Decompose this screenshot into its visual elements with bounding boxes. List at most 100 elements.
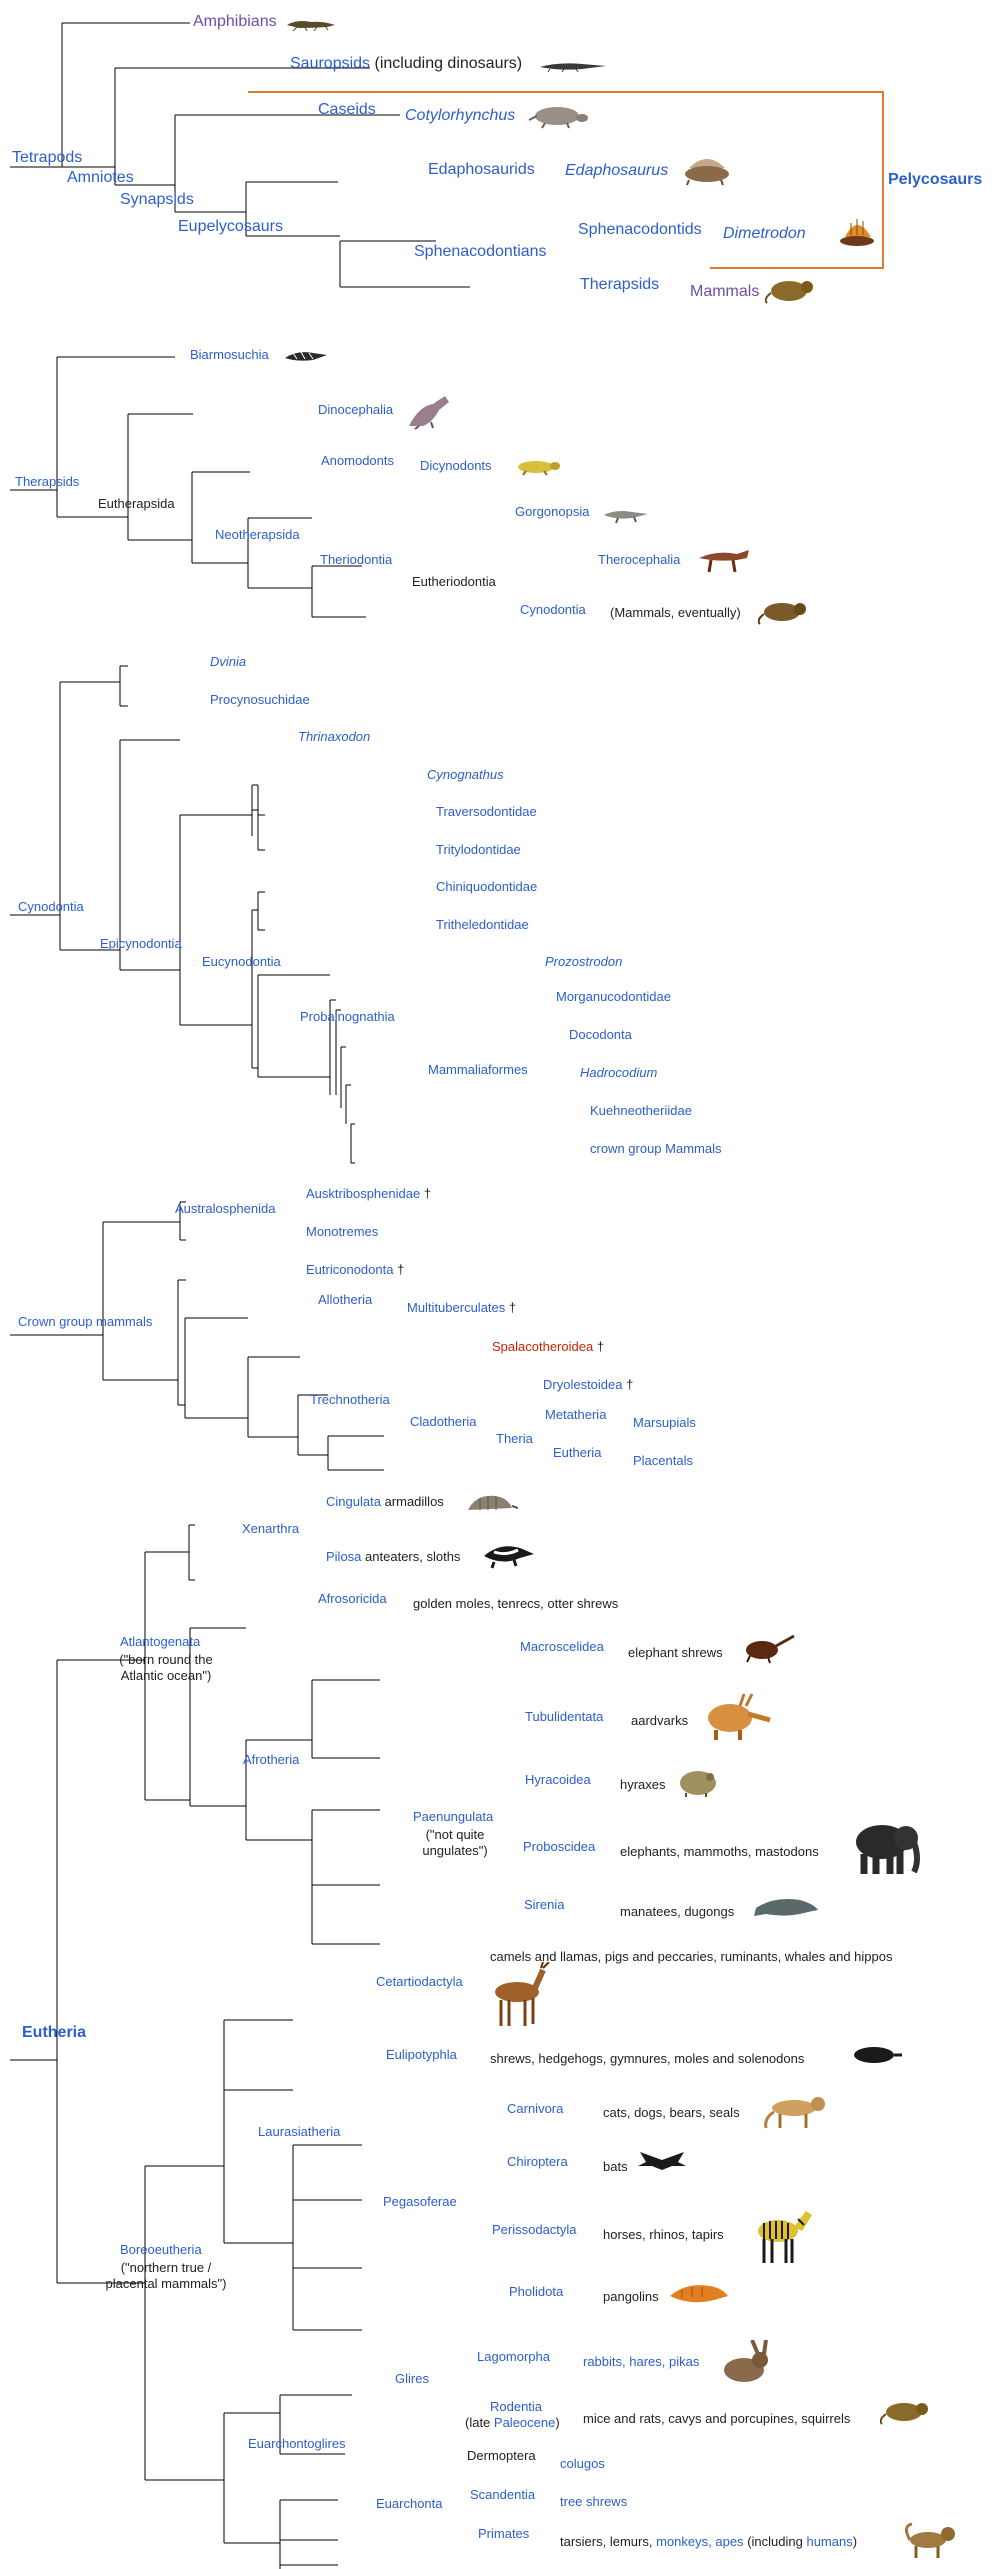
clade-euarchonta[interactable]: Euarchonta <box>376 2496 443 2511</box>
clade-therapsids[interactable]: Therapsids <box>580 276 660 293</box>
clade-therapsids-root[interactable]: Therapsids <box>15 474 80 489</box>
clade-ausktribosphenidae[interactable]: Ausktribosphenidae <box>306 1186 421 1201</box>
clade-neotherapsida[interactable]: Neotherapsida <box>215 527 300 542</box>
genus-thrinaxodon[interactable]: Thrinaxodon <box>298 729 371 744</box>
clade-tetrapods[interactable]: Tetrapods <box>12 149 83 166</box>
clade-amphibians[interactable]: Amphibians <box>193 13 277 30</box>
clade-boreoeutheria[interactable]: Boreoeutheria <box>120 2242 202 2257</box>
clade-therocephalia[interactable]: Therocephalia <box>598 552 681 567</box>
clade-caseids[interactable]: Caseids <box>318 101 376 118</box>
clade-atlantogenata[interactable]: Atlantogenata <box>120 1634 201 1649</box>
clade-traversodontidae[interactable]: Traversodontidae <box>436 804 537 819</box>
clade-theriodontia[interactable]: Theriodontia <box>320 552 393 567</box>
lagomorpha-desc[interactable]: rabbits, hares, pikas <box>583 2354 700 2369</box>
pelycosaurs-bracket-label[interactable]: Pelycosaurs <box>888 171 983 188</box>
clade-chiniquodontidae[interactable]: Chiniquodontidae <box>436 879 538 894</box>
clade-xenarthra[interactable]: Xenarthra <box>242 1521 300 1536</box>
clade-pilosa[interactable]: Pilosa <box>326 1549 362 1564</box>
clade-macroscelidea[interactable]: Macroscelidea <box>520 1639 604 1654</box>
clade-cynodontia-t[interactable]: Cynodontia <box>520 602 586 617</box>
clade-tubulidentata[interactable]: Tubulidentata <box>525 1709 604 1724</box>
clade-probainognathia[interactable]: Probainognathia <box>300 1009 395 1024</box>
clade-eupelycosaurs[interactable]: Eupelycosaurs <box>178 218 283 235</box>
monkeys-link[interactable]: monkeys, <box>656 2534 712 2549</box>
clade-eutriconodonta[interactable]: Eutriconodonta <box>306 1262 394 1277</box>
genus-edaphosaurus[interactable]: Edaphosaurus <box>565 162 669 179</box>
clade-australosphenida[interactable]: Australosphenida <box>175 1201 276 1216</box>
clade-placentals[interactable]: Placentals <box>633 1453 693 1468</box>
clade-crown-group-root[interactable]: Crown group mammals <box>18 1314 153 1329</box>
clade-sauropsids[interactable]: Sauropsids <box>290 55 371 72</box>
clade-spalacotheroidea[interactable]: Spalacotheroidea <box>492 1339 594 1354</box>
cat-icon <box>764 2097 825 2129</box>
clade-synapsids[interactable]: Synapsids <box>120 191 194 208</box>
clade-dicynodonts[interactable]: Dicynodonts <box>420 458 492 473</box>
clade-morganucodontidae[interactable]: Morganucodontidae <box>556 989 671 1004</box>
clade-docodonta[interactable]: Docodonta <box>569 1027 632 1042</box>
paleocene-link[interactable]: Paleocene <box>493 2415 556 2430</box>
clade-afrosoricida[interactable]: Afrosoricida <box>318 1591 387 1606</box>
clade-tritylodontidae[interactable]: Tritylodontidae <box>436 842 521 857</box>
humans-link[interactable]: humans <box>806 2534 853 2549</box>
clade-pholidota[interactable]: Pholidota <box>509 2284 564 2299</box>
clade-trechnotheria[interactable]: Trechnotheria <box>310 1392 390 1407</box>
clade-monotremes[interactable]: Monotremes <box>306 1224 379 1239</box>
clade-pegasoferae[interactable]: Pegasoferae <box>383 2194 457 2209</box>
clade-eutheria-c[interactable]: Eutheria <box>553 1445 602 1460</box>
genus-hadrocodium[interactable]: Hadrocodium <box>580 1065 658 1080</box>
colugos-link[interactable]: colugos <box>560 2456 605 2471</box>
clade-sirenia[interactable]: Sirenia <box>524 1897 565 1912</box>
clade-allotheria[interactable]: Allotheria <box>318 1292 373 1307</box>
clade-marsupials[interactable]: Marsupials <box>633 1415 696 1430</box>
clade-theria[interactable]: Theria <box>496 1431 533 1446</box>
clade-euarchontoglires[interactable]: Euarchontoglires <box>248 2436 346 2451</box>
clade-perissodactyla[interactable]: Perissodactyla <box>492 2222 577 2237</box>
clade-mammals[interactable]: Mammals <box>690 283 760 300</box>
clade-cingulata[interactable]: Cingulata <box>326 1494 381 1509</box>
clade-scandentia[interactable]: Scandentia <box>470 2487 536 2502</box>
clade-crown-group-mammals[interactable]: crown group Mammals <box>590 1141 722 1156</box>
clade-cetartiodactyla[interactable]: Cetartiodactyla <box>376 1974 463 1989</box>
genus-prozostrodon[interactable]: Prozostrodon <box>545 954 623 969</box>
clade-chiroptera[interactable]: Chiroptera <box>507 2154 568 2169</box>
genus-dimetrodon[interactable]: Dimetrodon <box>723 225 806 242</box>
clade-rodentia[interactable]: Rodentia <box>490 2399 543 2414</box>
crocodile-icon <box>540 63 606 73</box>
clade-carnivora[interactable]: Carnivora <box>507 2101 564 2116</box>
clade-amniotes[interactable]: Amniotes <box>67 169 134 186</box>
clade-dryolestoidea-row: Dryolestoidea † <box>543 1378 633 1391</box>
genus-cynognathus[interactable]: Cynognathus <box>427 767 504 782</box>
clade-dryolestoidea[interactable]: Dryolestoidea <box>543 1377 623 1392</box>
clade-edaphosaurids[interactable]: Edaphosaurids <box>428 161 535 178</box>
clade-anomodonts[interactable]: Anomodonts <box>321 453 394 468</box>
clade-eulipotyphla[interactable]: Eulipotyphla <box>386 2047 457 2062</box>
clade-sphenacodontids[interactable]: Sphenacodontids <box>578 221 702 238</box>
clade-procynosuchidae[interactable]: Procynosuchidae <box>210 692 310 707</box>
clade-tritheledontidae[interactable]: Tritheledontidae <box>436 917 529 932</box>
clade-eucynodontia[interactable]: Eucynodontia <box>202 954 281 969</box>
clade-afrotheria[interactable]: Afrotheria <box>243 1752 300 1767</box>
clade-metatheria[interactable]: Metatheria <box>545 1407 607 1422</box>
clade-lagomorpha[interactable]: Lagomorpha <box>477 2349 550 2364</box>
clade-glires[interactable]: Glires <box>395 2371 429 2386</box>
clade-paenungulata[interactable]: Paenungulata <box>413 1809 494 1824</box>
genus-dvinia[interactable]: Dvinia <box>210 654 247 669</box>
clade-kuehneotheriidae[interactable]: Kuehneotheriidae <box>590 1103 692 1118</box>
apes-link[interactable]: apes <box>715 2534 744 2549</box>
tree-shrews-link[interactable]: tree shrews <box>560 2494 628 2509</box>
clade-primates[interactable]: Primates <box>478 2526 530 2541</box>
clade-laurasiatheria[interactable]: Laurasiatheria <box>258 2124 341 2139</box>
clade-proboscidea[interactable]: Proboscidea <box>523 1839 596 1854</box>
clade-hyracoidea[interactable]: Hyracoidea <box>525 1772 591 1787</box>
clade-eutheria-root[interactable]: Eutheria <box>22 2024 87 2041</box>
clade-multituberculates[interactable]: Multituberculates <box>407 1300 506 1315</box>
genus-cotylorhynchus[interactable]: Cotylorhynchus <box>405 107 516 124</box>
clade-sphenacodontians[interactable]: Sphenacodontians <box>414 243 547 260</box>
clade-cladotheria[interactable]: Cladotheria <box>410 1414 477 1429</box>
clade-mammaliaformes[interactable]: Mammaliaformes <box>428 1062 528 1077</box>
clade-biarmosuchia[interactable]: Biarmosuchia <box>190 347 269 362</box>
clade-cynodontia-root[interactable]: Cynodontia <box>18 899 84 914</box>
clade-epicynodontia[interactable]: Epicynodontia <box>100 936 182 951</box>
clade-dinocephalia[interactable]: Dinocephalia <box>318 402 394 417</box>
clade-gorgonopsia[interactable]: Gorgonopsia <box>515 504 590 519</box>
